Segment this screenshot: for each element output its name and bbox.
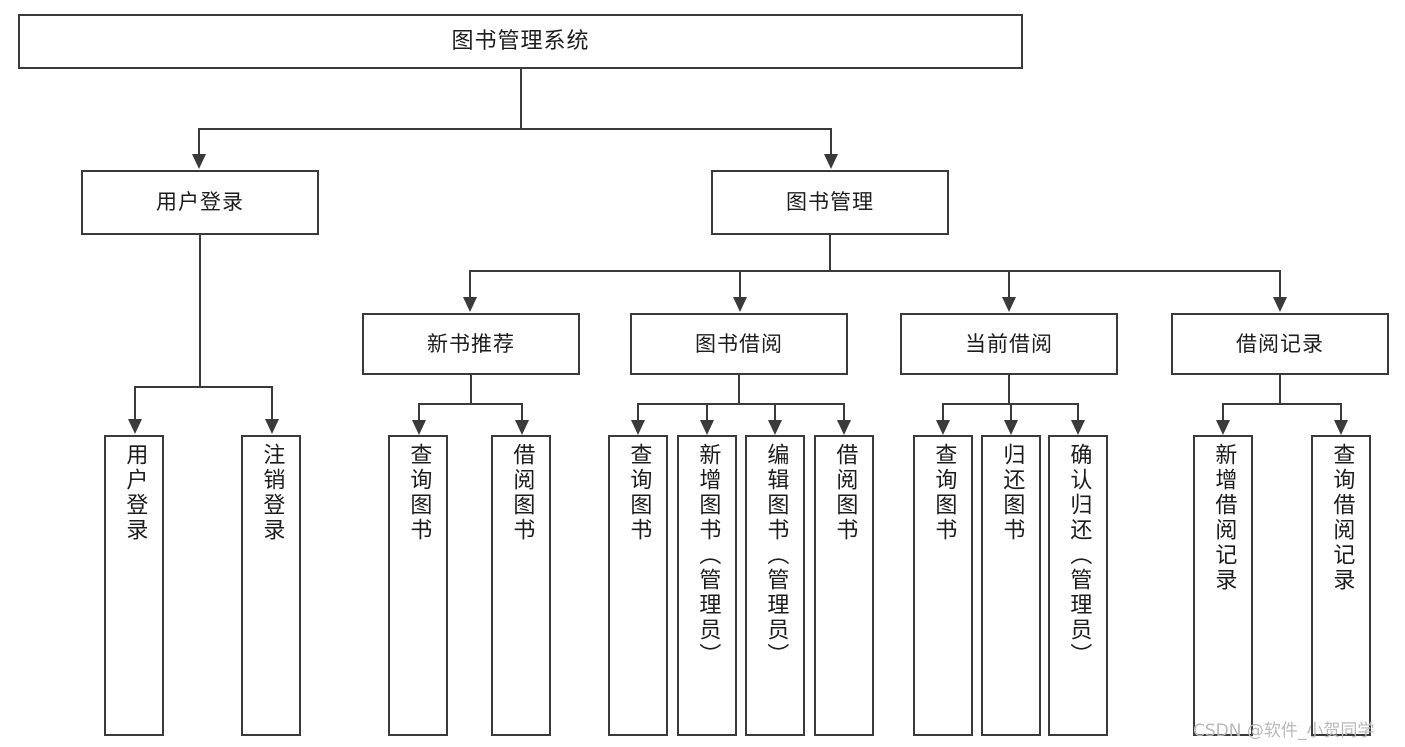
connector-book-borrow-bus: [637, 403, 845, 405]
arrow-to-leaf-query-record: [1334, 420, 1348, 435]
node-label: 用户登录: [156, 190, 244, 215]
node-root-book-management-system[interactable]: 图书管理系统: [18, 14, 1023, 69]
connector-to-borrow-record: [1279, 270, 1281, 298]
arrow-to-borrow-record: [1273, 297, 1287, 312]
arrow-to-leaf-add-book: [700, 420, 714, 435]
node-current-borrow[interactable]: 当前借阅: [900, 313, 1118, 375]
arrow-to-new-book-recommend: [463, 297, 477, 312]
node-label: 归还图书: [999, 443, 1025, 543]
leaf-user-login[interactable]: 用户登录: [104, 435, 164, 736]
connector-to-leaf-borrow-book-2: [843, 403, 845, 422]
leaf-query-record[interactable]: 查询借阅记录: [1311, 435, 1371, 736]
node-label: 查询图书: [931, 443, 957, 543]
node-borrow-record[interactable]: 借阅记录: [1171, 313, 1389, 375]
node-label: 用户登录: [122, 443, 148, 543]
node-label: 查询借阅记录: [1329, 443, 1355, 593]
csdn-watermark: CSDN @软件_小贺同学: [1193, 721, 1375, 741]
node-label: 借阅记录: [1236, 331, 1324, 356]
connector-to-book-borrow: [739, 270, 741, 298]
connector-level3-bus: [469, 270, 1280, 272]
arrow-to-leaf-query-book-3: [936, 420, 950, 435]
leaf-edit-book[interactable]: 编辑图书（管理员）: [745, 435, 805, 736]
connector-user-login-stem: [199, 235, 201, 387]
arrow-to-leaf-borrow-book-1: [515, 420, 529, 435]
connector-to-leaf-query-book-2: [637, 403, 639, 422]
node-label: 图书借阅: [695, 331, 783, 356]
arrow-to-leaf-add-record: [1216, 420, 1230, 435]
leaf-query-book-1[interactable]: 查询图书: [388, 435, 448, 736]
connector-book-borrow-stem: [738, 375, 740, 404]
connector-level2-bus: [198, 128, 832, 130]
leaf-logout[interactable]: 注销登录: [241, 435, 301, 736]
connector-new-book-bus: [418, 403, 522, 405]
node-label: 新增图书（管理员）: [695, 443, 721, 668]
node-label: 图书管理系统: [451, 28, 590, 54]
node-label: 借阅图书: [509, 443, 535, 543]
arrow-to-user-login: [192, 154, 206, 169]
node-label: 借阅图书: [832, 443, 858, 543]
node-label: 新增借阅记录: [1211, 443, 1237, 593]
node-user-login[interactable]: 用户登录: [81, 170, 319, 235]
connector-book-manage-stem: [829, 235, 831, 271]
connector-to-leaf-user-login: [134, 386, 136, 420]
connector-root-stem: [520, 69, 522, 129]
connector-current-borrow-bus: [942, 403, 1077, 405]
node-label: 查询图书: [406, 443, 432, 543]
connector-borrow-record-stem: [1279, 375, 1281, 404]
leaf-query-book-3[interactable]: 查询图书: [913, 435, 973, 736]
arrow-to-leaf-query-book-2: [631, 420, 645, 435]
connector-user-login-bus: [134, 386, 272, 388]
node-label: 查询图书: [626, 443, 652, 543]
connector-to-leaf-edit-book: [774, 403, 776, 422]
node-book-manage[interactable]: 图书管理: [711, 170, 949, 235]
arrow-to-leaf-edit-book: [768, 420, 782, 435]
arrow-to-leaf-confirm-return: [1071, 420, 1085, 435]
connector-to-leaf-confirm-return: [1077, 403, 1079, 422]
node-label: 当前借阅: [965, 331, 1053, 356]
leaf-return-book[interactable]: 归还图书: [981, 435, 1041, 736]
connector-to-current-borrow: [1008, 270, 1010, 298]
connector-new-book-stem: [470, 375, 472, 404]
connector-to-new-book-recommend: [469, 270, 471, 298]
connector-to-leaf-borrow-book-1: [521, 403, 523, 422]
arrow-to-book-borrow: [733, 297, 747, 312]
connector-to-leaf-add-book: [706, 403, 708, 422]
node-label: 注销登录: [259, 443, 285, 543]
node-label: 确认归还（管理员）: [1066, 443, 1092, 668]
arrow-to-book-manage: [824, 154, 838, 169]
arrow-to-leaf-return-book: [1004, 420, 1018, 435]
leaf-add-record[interactable]: 新增借阅记录: [1193, 435, 1253, 736]
leaf-query-book-2[interactable]: 查询图书: [608, 435, 668, 736]
arrow-to-leaf-query-book-1: [412, 420, 426, 435]
connector-to-leaf-return-book: [1010, 403, 1012, 422]
node-label: 编辑图书（管理员）: [763, 443, 789, 668]
connector-to-leaf-query-record: [1340, 403, 1342, 422]
leaf-add-book[interactable]: 新增图书（管理员）: [677, 435, 737, 736]
leaf-confirm-return[interactable]: 确认归还（管理员）: [1048, 435, 1108, 736]
node-new-book-recommend[interactable]: 新书推荐: [362, 313, 580, 375]
leaf-borrow-book-2[interactable]: 借阅图书: [814, 435, 874, 736]
arrow-to-leaf-borrow-book-2: [837, 420, 851, 435]
connector-to-leaf-query-book-1: [418, 403, 420, 422]
arrow-to-current-borrow: [1002, 297, 1016, 312]
node-book-borrow[interactable]: 图书借阅: [630, 313, 848, 375]
connector-to-leaf-logout: [271, 386, 273, 420]
node-label: 图书管理: [786, 190, 874, 215]
connector-to-book-manage: [830, 128, 832, 156]
connector-current-borrow-stem: [1008, 375, 1010, 404]
connector-to-leaf-add-record: [1222, 403, 1224, 422]
connector-to-user-login: [198, 128, 200, 156]
arrow-to-leaf-user-login: [128, 419, 142, 434]
arrow-to-leaf-logout: [265, 419, 279, 434]
node-label: 新书推荐: [427, 331, 515, 356]
connector-borrow-record-bus: [1222, 403, 1340, 405]
leaf-borrow-book-1[interactable]: 借阅图书: [491, 435, 551, 736]
connector-to-leaf-query-book-3: [942, 403, 944, 422]
